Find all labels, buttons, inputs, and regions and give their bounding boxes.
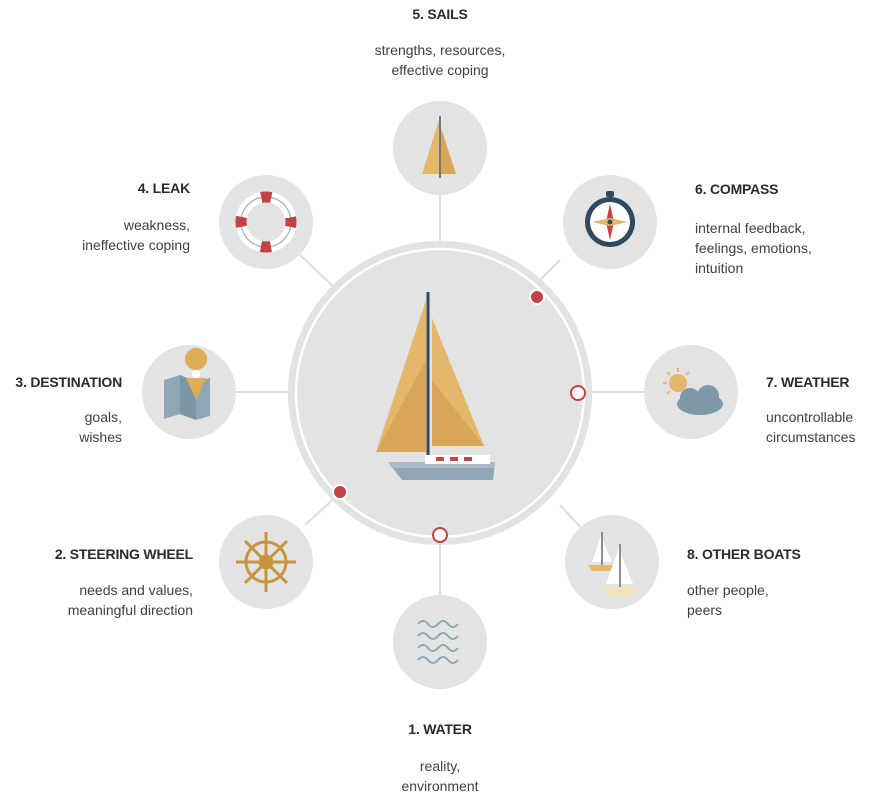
sails-description: strengths, resources, effective coping — [340, 40, 540, 80]
compass-desc-line: feelings, emotions, — [695, 240, 812, 256]
node-weather — [644, 345, 738, 439]
sails-desc-line: strengths, resources, — [374, 42, 506, 58]
weather-title: 7. WEATHER — [766, 374, 850, 390]
center-hub — [288, 241, 592, 545]
compass-desc-line: internal feedback, — [695, 220, 806, 236]
node-other-boats — [565, 515, 659, 609]
sail-icon — [422, 116, 456, 178]
destination-desc-line: wishes — [79, 429, 122, 445]
connector-lines — [235, 195, 645, 595]
water-desc-line: reality, — [419, 758, 461, 774]
steering-wheel-description: needs and values, meaningful direction — [20, 580, 193, 620]
orbit-dot-hollow — [432, 527, 448, 543]
steering-wheel-icon — [236, 532, 296, 592]
sails-desc-line: effective coping — [391, 62, 489, 78]
compass-title: 6. COMPASS — [695, 181, 779, 197]
destination-title: 3. DESTINATION — [15, 374, 122, 390]
leak-description: weakness, ineffective coping — [40, 215, 190, 255]
other-boats-title: 8. OTHER BOATS — [687, 546, 801, 562]
other-boats-desc-line: other people, — [687, 582, 769, 598]
sun-cloud-icon — [663, 368, 723, 415]
map-pin-icon — [164, 348, 210, 420]
other-boats-desc-line: peers — [687, 602, 723, 618]
other-boats-description: other people, peers — [687, 580, 847, 620]
compass-icon — [585, 191, 635, 247]
steering-wheel-desc-line: meaningful direction — [67, 602, 193, 618]
node-steering-wheel — [219, 515, 313, 609]
leak-title: 4. LEAK — [137, 180, 190, 196]
node-water — [393, 595, 487, 689]
compass-description: internal feedback, feelings, emotions, i… — [695, 218, 865, 278]
waves-icon — [417, 620, 459, 664]
node-leak — [219, 175, 313, 269]
water-desc-line: environment — [401, 778, 479, 794]
orbit-dot-red — [332, 484, 348, 500]
sailboat-icon — [376, 292, 495, 480]
destination-description: goals, wishes — [20, 407, 122, 447]
lifebuoy-icon — [235, 191, 297, 253]
node-destination — [142, 345, 236, 439]
water-description: reality, environment — [370, 756, 510, 796]
sailboats-icon — [588, 532, 637, 595]
compass-desc-line: intuition — [695, 260, 744, 276]
orbit-dot-hollow — [570, 385, 586, 401]
water-title: 1. WATER — [408, 721, 472, 737]
sails-title: 5. SAILS — [412, 6, 468, 22]
leak-desc-line: ineffective coping — [82, 237, 190, 253]
node-sails — [393, 101, 487, 195]
destination-desc-line: goals, — [84, 409, 122, 425]
node-compass — [563, 175, 657, 269]
steering-wheel-desc-line: needs and values, — [79, 582, 193, 598]
weather-description: uncontrollable circumstances — [766, 407, 874, 447]
steering-wheel-title: 2. STEERING WHEEL — [54, 546, 193, 562]
weather-desc-line: circumstances — [766, 429, 856, 445]
leak-desc-line: weakness, — [123, 217, 190, 233]
orbit-dot-red — [529, 289, 545, 305]
weather-desc-line: uncontrollable — [766, 409, 854, 425]
